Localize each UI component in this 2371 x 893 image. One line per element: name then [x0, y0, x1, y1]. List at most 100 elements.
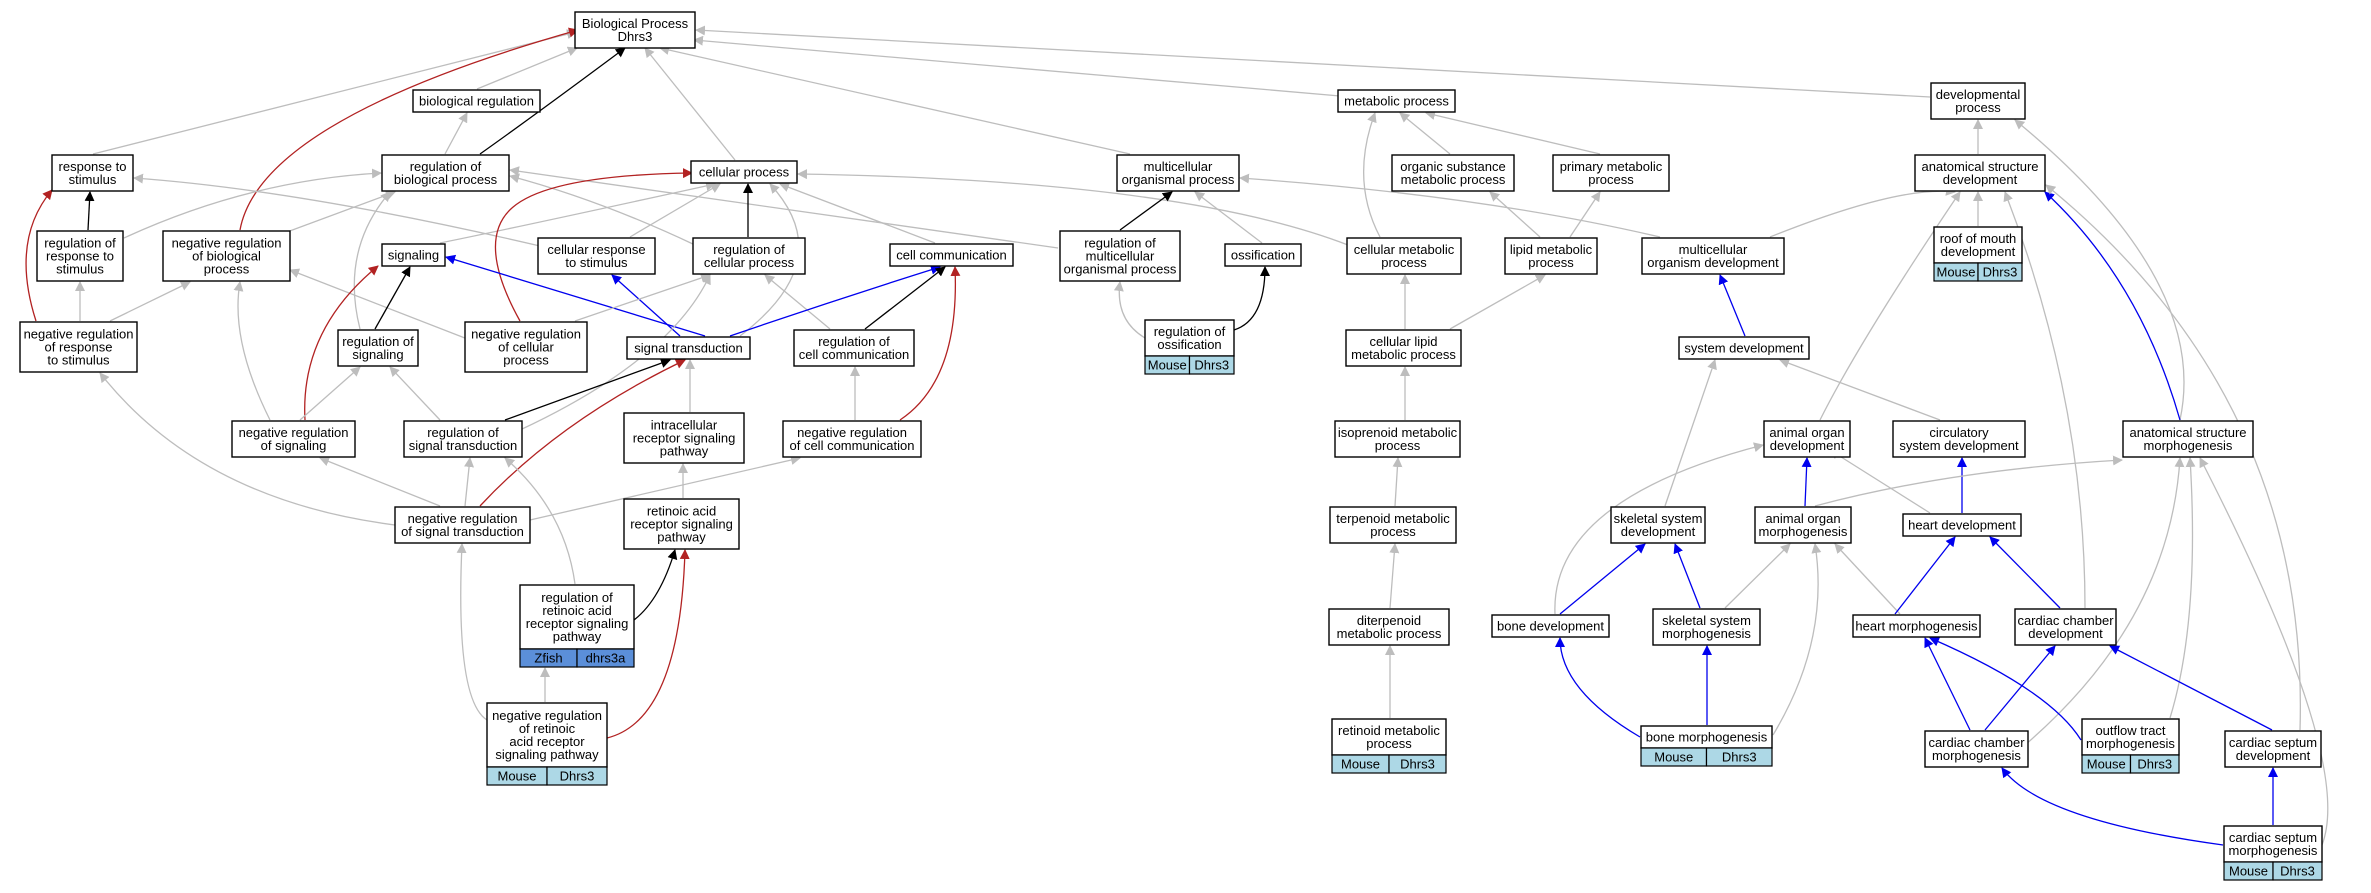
node-label-line: cellular lipid — [1370, 334, 1438, 349]
node-label-line: cell communication — [799, 347, 910, 362]
species-tag: Mouse — [2223, 861, 2274, 881]
edge-heartmorph-to-heartdev — [1894, 536, 1956, 615]
node-label-line: of biological — [192, 249, 261, 264]
node-box — [1754, 506, 1852, 544]
svg-text:Mouse: Mouse — [1148, 358, 1187, 373]
edge-negregbp-to-regbp — [286, 190, 396, 233]
edge-outflow-to-anatmorph — [2169, 457, 2196, 719]
edge-orgsub-to-metproc — [1399, 112, 1451, 155]
edge-cardchammorph-to-anatmorph — [2024, 457, 2185, 746]
edge-cellproc-to-bp — [644, 47, 736, 161]
edge-cardchamdev-to-anatdev — [2003, 191, 2086, 609]
node-sigtrans[interactable]: signal transduction — [626, 336, 751, 360]
edge-resp-to-bp — [92, 29, 577, 155]
node-bioreg[interactable]: biological regulation — [412, 89, 541, 113]
node-label-line: skeletal system — [1662, 613, 1751, 628]
node-bonedev[interactable]: bone development — [1491, 614, 1610, 638]
edge-bioreg-to-bp — [476, 46, 578, 90]
node-box — [1902, 513, 2022, 537]
node-box — [793, 329, 915, 367]
edge-regoss-to-ossif — [1233, 266, 1270, 331]
species-tag: Mouse — [2081, 754, 2132, 774]
node-metproc[interactable]: metabolic process — [1337, 89, 1456, 113]
edge-cellmet-to-cellproc — [797, 169, 1349, 246]
svg-text:Dhrs3: Dhrs3 — [2280, 864, 2315, 879]
node-box — [394, 506, 531, 544]
node-label-line: negative regulation — [172, 236, 282, 251]
node-box — [889, 243, 1014, 267]
node-signaling[interactable]: signaling — [381, 243, 446, 267]
node-sysdev[interactable]: system development — [1678, 336, 1810, 360]
gene-tag: dhrs3a — [576, 648, 635, 668]
node-box — [381, 154, 510, 192]
node-label-line: of signaling — [261, 438, 327, 453]
node-label-line: development — [1621, 524, 1696, 539]
node-box — [1914, 154, 2046, 192]
node-cellproc[interactable]: cellular process — [690, 160, 798, 184]
svg-text:Dhrs3: Dhrs3 — [1400, 757, 1435, 772]
svg-text:Mouse: Mouse — [497, 769, 536, 784]
node-heartmorph[interactable]: heart morphogenesis — [1852, 614, 1981, 638]
node-heartdev[interactable]: heart development — [1902, 513, 2022, 537]
edge-regrarsp-to-regsigtrans — [504, 457, 576, 585]
species-tag: Mouse — [486, 766, 548, 786]
node-box — [1144, 319, 1235, 357]
node-label-line: receptor signaling — [526, 616, 629, 631]
edge-primmet-to-metproc — [1425, 110, 1601, 155]
node-label-line: Dhrs3 — [618, 29, 653, 44]
node-label-line: process — [1528, 255, 1574, 270]
node-ossif[interactable]: ossification — [1224, 243, 1302, 267]
node-cellcomm[interactable]: cell communication — [889, 243, 1014, 267]
edge-skelmorph-to-skeldev — [1673, 543, 1701, 609]
edge-cellresp-to-resp — [133, 173, 541, 247]
node-label-line: regulation of — [1084, 236, 1156, 251]
